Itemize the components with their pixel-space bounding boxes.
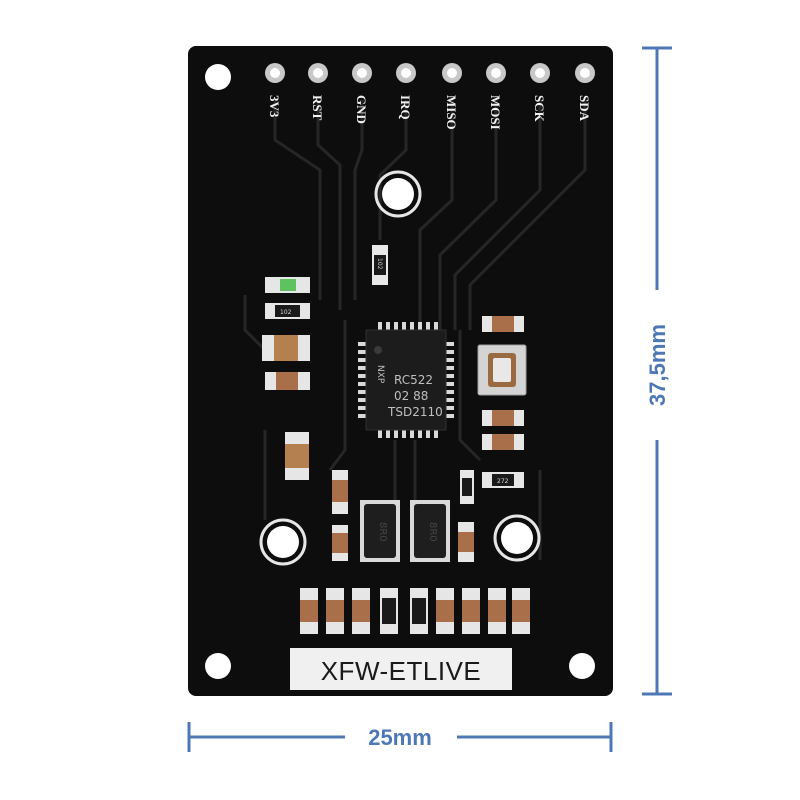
led-component (265, 277, 310, 293)
capacitor-center-left (332, 470, 348, 514)
svg-text:8R0: 8R0 (427, 522, 438, 542)
chip-line-2: 02 88 (394, 389, 428, 403)
capacitor-left-2 (265, 372, 310, 390)
height-dimension (642, 46, 672, 696)
bottom-capacitor (300, 588, 318, 634)
mount-hole-center-right (493, 514, 541, 562)
mount-hole-center-left (259, 518, 307, 566)
crystal-oscillator (477, 344, 527, 396)
chip-pins-right (446, 342, 454, 418)
pin-label-sda: SDA (577, 95, 592, 122)
svg-text:8R0: 8R0 (377, 522, 388, 542)
pin-pad (442, 63, 462, 83)
chip-pins-bottom (378, 430, 438, 438)
pin-label-sck: SCK (532, 95, 547, 123)
inductor-left: 8R0 (360, 500, 400, 562)
width-label: 25mm (368, 725, 432, 750)
bottom-capacitor (512, 588, 530, 634)
bottom-capacitor (488, 588, 506, 634)
pin-pad (530, 63, 550, 83)
bottom-capacitor (326, 588, 344, 634)
bottom-component-row (300, 588, 530, 634)
header-pins (265, 63, 595, 83)
resistor-code-3: 272 (497, 478, 509, 485)
chip-pin1-dot (374, 346, 382, 354)
chip-pins-top (378, 322, 438, 330)
capacitor-center-left-2 (332, 525, 348, 561)
inductor-right: 8R0 (410, 500, 450, 562)
pin-label-mosi: MOSI (488, 95, 503, 130)
pin-label-3v3: 3V3 (267, 95, 282, 118)
mount-hole-center-top (374, 170, 422, 218)
capacitor-center-right-2 (458, 522, 474, 562)
brand-label: XFW-ETLIVE (290, 648, 512, 690)
chip-line-1: RC522 (394, 373, 433, 387)
resistor-code-1: 102 (280, 309, 292, 316)
width-dimension (187, 722, 613, 752)
capacitor-right-3 (482, 434, 524, 450)
bottom-capacitor (352, 588, 370, 634)
pin-pad (265, 63, 285, 83)
resistor-left-1: 102 (265, 303, 310, 319)
mount-hole-bottom-right (569, 653, 595, 679)
bottom-resistor (380, 588, 398, 634)
pin-label-gnd: GND (354, 95, 369, 124)
capacitor-right-1 (482, 316, 524, 332)
bottom-resistor (410, 588, 428, 634)
resistor-small-right (460, 470, 474, 504)
pin-pad (575, 63, 595, 83)
capacitor-left-1 (262, 335, 310, 361)
chip-line-3: TSD2110 (387, 405, 443, 419)
pin-pad (486, 63, 506, 83)
pin-pad (352, 63, 372, 83)
pin-pad (308, 63, 328, 83)
chip-logo: NXP (375, 365, 385, 384)
brand-label-text: XFW-ETLIVE (321, 656, 482, 686)
pin-labels: 3V3 RST GND IRQ MISO MOSI SCK SDA (267, 95, 592, 130)
svg-text:102: 102 (376, 258, 383, 270)
pin-label-miso: MISO (444, 95, 459, 130)
pin-label-irq: IRQ (398, 95, 413, 120)
rc522-chip: NXP RC522 02 88 TSD2110 (358, 322, 454, 438)
mount-hole-bottom-left (205, 653, 231, 679)
resistor-top: 102 (372, 245, 388, 285)
capacitor-left-3 (285, 432, 309, 480)
pin-pad (396, 63, 416, 83)
chip-pins-left (358, 342, 366, 418)
pin-label-rst: RST (310, 95, 325, 121)
resistor-right: 272 (482, 472, 524, 488)
height-label: 37,5mm (645, 324, 670, 406)
capacitor-right-2 (482, 410, 524, 426)
bottom-capacitor (436, 588, 454, 634)
mount-hole-top-left (205, 64, 231, 90)
bottom-capacitor (462, 588, 480, 634)
